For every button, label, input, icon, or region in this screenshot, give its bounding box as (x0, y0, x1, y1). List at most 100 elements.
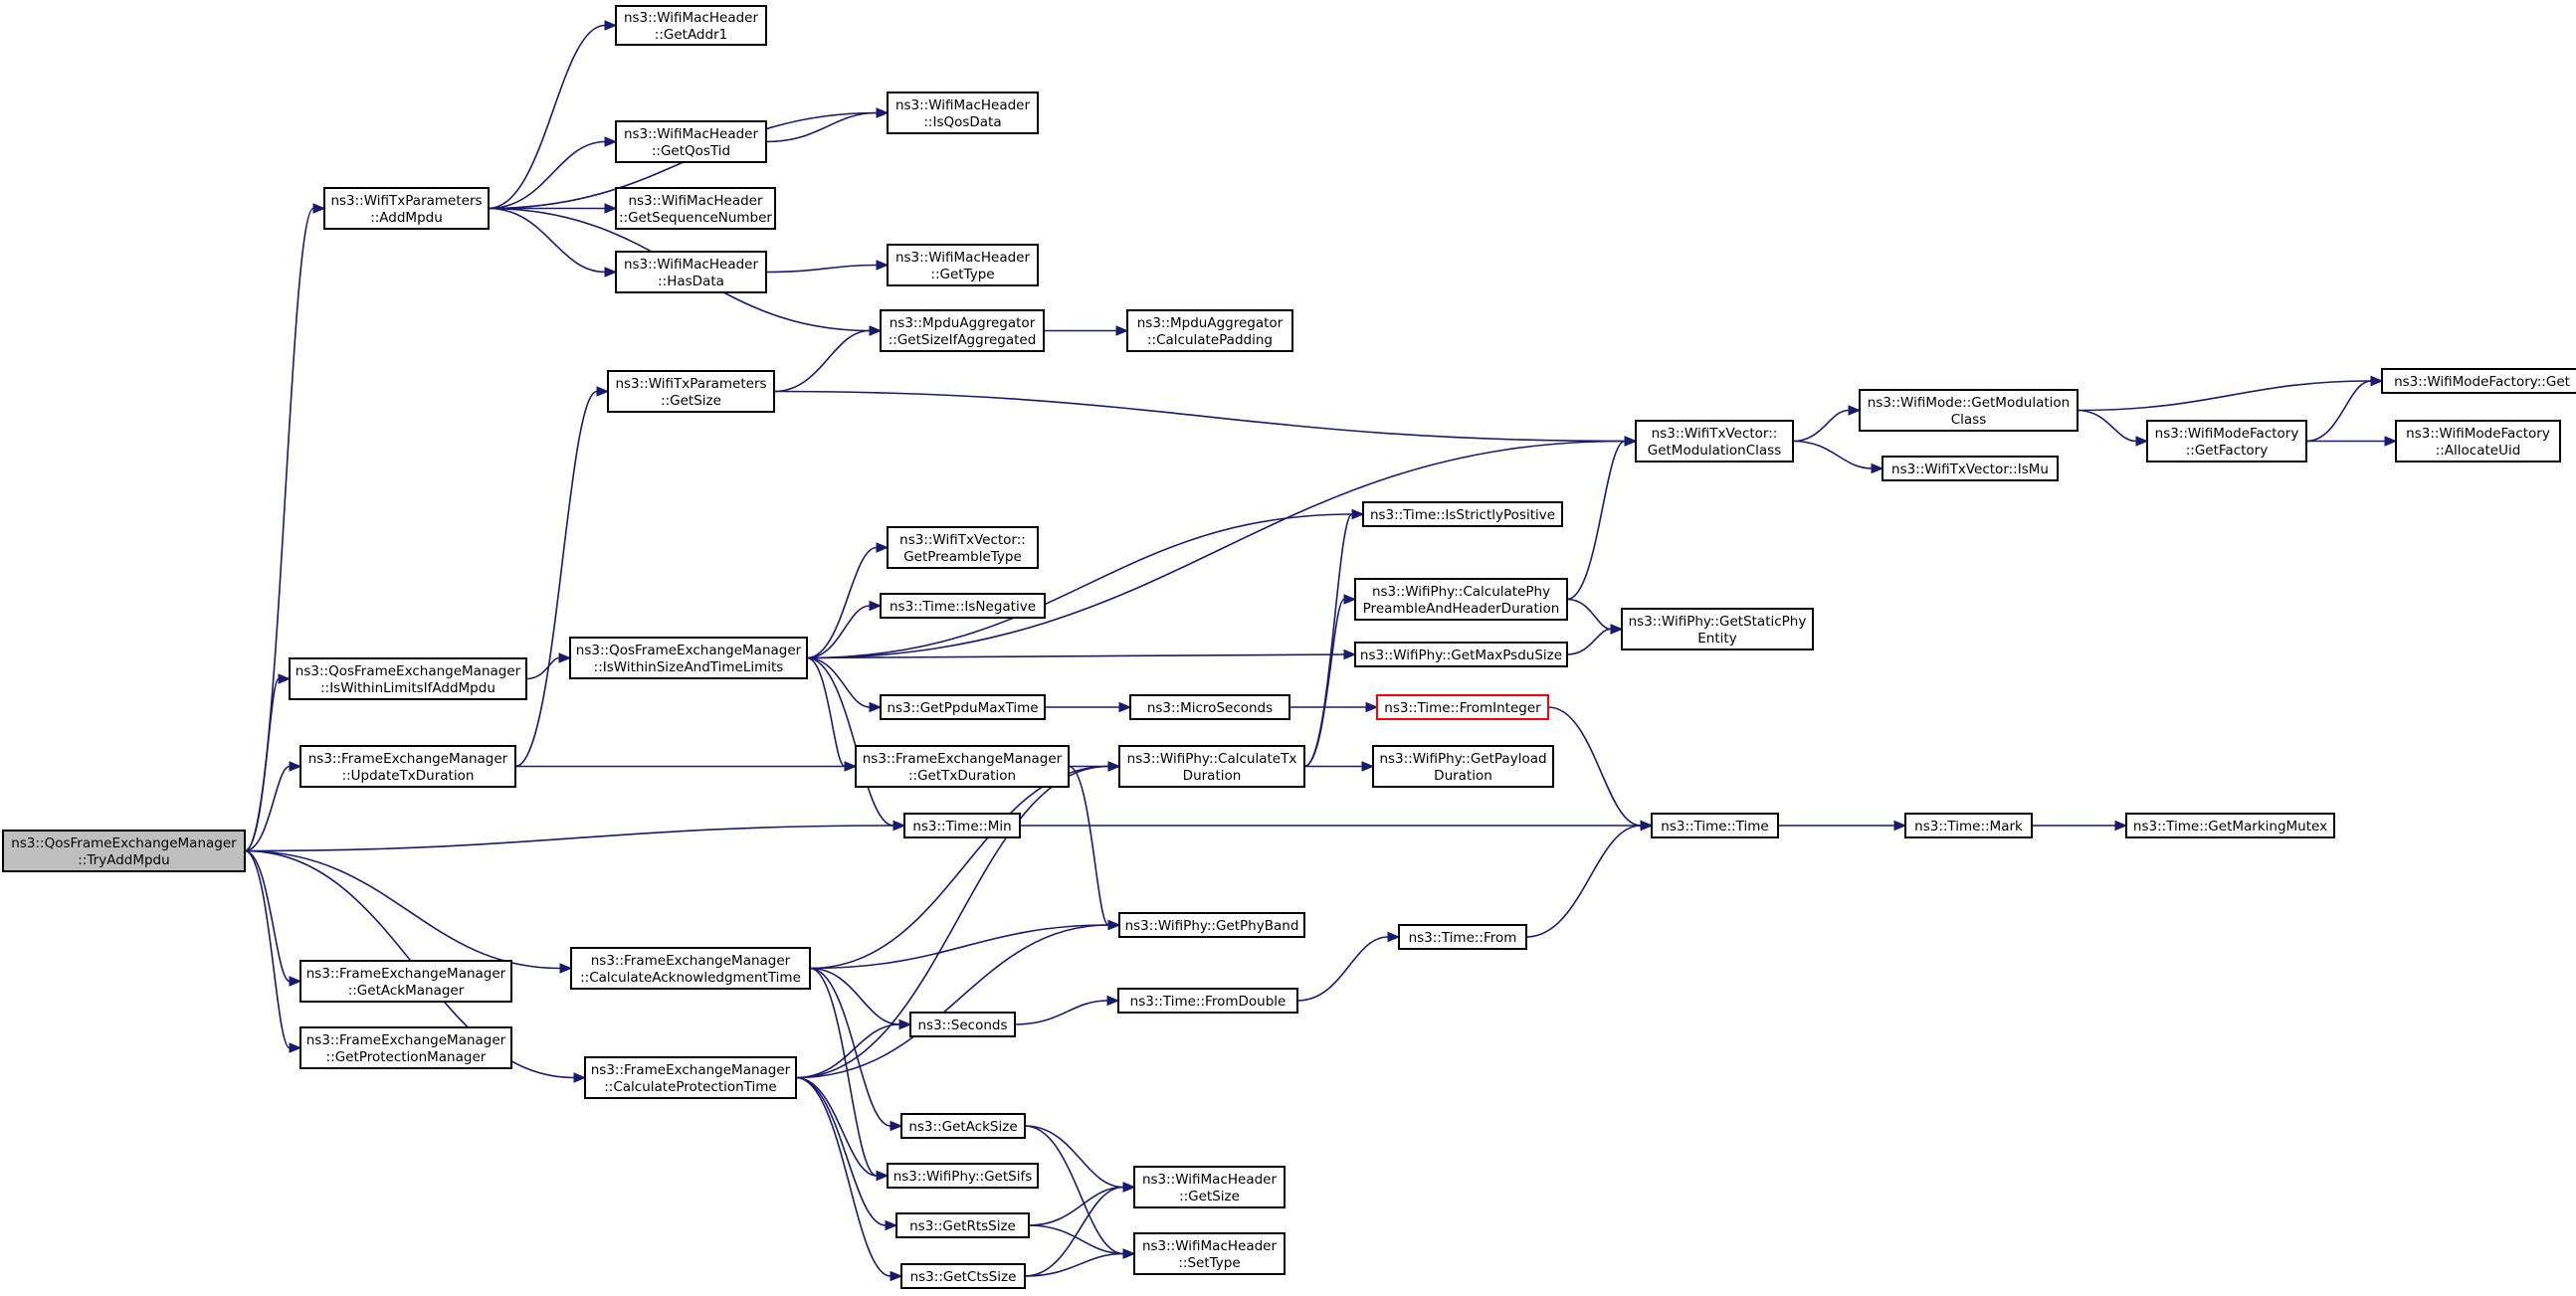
graph-node[interactable]: ns3::FrameExchangeManager::CalculateProt… (584, 1056, 797, 1099)
graph-node-label: ::TryAddMpdu (78, 852, 169, 868)
graph-edge (1044, 325, 1129, 336)
graph-node-label: ns3::WifiPhy::GetMaxPsduSize (1360, 648, 1562, 663)
graph-node-label: ::GetProtectionManager (326, 1049, 487, 1065)
graph-node[interactable]: ns3::QosFrameExchangeManager::IsWithinLi… (289, 657, 527, 700)
graph-node[interactable]: ns3::Time::GetMarkingMutex (2125, 813, 2335, 838)
graph-node[interactable]: ns3::WifiPhy::CalculatePhyPreambleAndHea… (1354, 578, 1568, 621)
graph-node-label: GetModulationClass (1648, 443, 1782, 459)
graph-node[interactable]: ns3::Time::From (1398, 924, 1527, 950)
graph-node[interactable]: ns3::QosFrameExchangeManager::TryAddMpdu (2, 830, 246, 872)
graph-node[interactable]: ns3::WifiTxParameters::GetSize (607, 370, 775, 413)
edge-line (806, 653, 1345, 659)
graph-node-box (1133, 1166, 1286, 1208)
graph-node[interactable]: ns3::WifiModeFactory::AllocateUid (2395, 420, 2561, 463)
graph-node[interactable]: ns3::WifiTxVector::GetModulationClass (1635, 420, 1794, 463)
graph-node-box (1904, 813, 2033, 838)
graph-node[interactable]: ns3::FrameExchangeManager::GetAckManager (299, 960, 512, 1003)
graph-node-label: ::IsWithinLimitsIfAddMpdu (320, 680, 495, 696)
edge-line (806, 656, 871, 708)
arrowhead-icon (573, 1072, 587, 1083)
graph-node[interactable]: ns3::GetCtsSize (900, 1263, 1026, 1289)
graph-node[interactable]: ns3::FrameExchangeManager::UpdateTxDurat… (299, 745, 516, 788)
arrowhead-icon (1107, 919, 1121, 931)
graph-node-label: ::SetType (1178, 1255, 1240, 1271)
edge-line (1303, 598, 1345, 768)
graph-node[interactable]: ns3::Seconds (909, 1012, 1016, 1037)
edge-line (1296, 936, 1389, 1002)
graph-node[interactable]: ns3::Time::IsStrictlyPositive (1362, 501, 1563, 527)
graph-node[interactable]: ns3::FrameExchangeManager::CalculateAckn… (570, 947, 811, 990)
graph-node-label: ns3::WifiPhy::GetSifs (893, 1169, 1033, 1185)
graph-node[interactable]: ns3::WifiModeFactory::Get (2381, 368, 2576, 394)
graph-node[interactable]: ns3::Time::Time (1651, 813, 1779, 838)
graph-edge (1778, 820, 1907, 832)
graph-node[interactable]: ns3::QosFrameExchangeManager::IsWithinSi… (569, 637, 808, 679)
graph-edge (1566, 436, 1638, 601)
graph-edge (1028, 1182, 1136, 1226)
edge-line (795, 1076, 892, 1277)
arrowhead-icon (1351, 508, 1365, 520)
edge-line (1024, 1186, 1124, 1277)
graph-node[interactable]: ns3::WifiMacHeader::GetType (887, 244, 1039, 286)
graph-node[interactable]: ns3::WifiMacHeader::GetQosTid (615, 120, 767, 163)
arrowhead-icon (289, 1042, 302, 1053)
graph-edge (806, 542, 890, 659)
graph-node[interactable]: ns3::Time::Mark (1904, 813, 2033, 838)
graph-node[interactable]: ns3::WifiModeFactory::GetFactory (2146, 420, 2307, 463)
graph-node-label: ns3::FrameExchangeManager (306, 966, 506, 982)
graph-node-label: ns3::WifiPhy::GetStaticPhy (1629, 614, 1807, 630)
graph-node[interactable]: ns3::WifiTxVector::IsMu (1882, 456, 2059, 481)
arrowhead-icon (1610, 624, 1624, 635)
graph-node[interactable]: ns3::WifiTxParameters::AddMpdu (323, 187, 490, 230)
graph-node[interactable]: ns3::FrameExchangeManager::GetTxDuration (855, 745, 1070, 788)
arrowhead-icon (1871, 463, 1884, 474)
graph-node-label: ns3::WifiPhy::CalculatePhy (1372, 584, 1550, 600)
graph-node-box (887, 92, 1039, 134)
graph-node[interactable]: ns3::Time::Min (903, 813, 1021, 838)
graph-node[interactable]: ns3::WifiTxVector::GetPreambleType (887, 526, 1039, 569)
graph-node[interactable]: ns3::WifiPhy::GetSifs (887, 1163, 1039, 1189)
graph-node[interactable]: ns3::GetAckSize (900, 1113, 1026, 1139)
graph-edge (795, 1076, 903, 1282)
graph-node-box (900, 1263, 1026, 1289)
graph-node[interactable]: ns3::Time::IsNegative (880, 593, 1046, 619)
graph-edge (1014, 995, 1120, 1025)
arrowhead-icon (892, 820, 906, 832)
graph-node[interactable]: ns3::WifiMode::GetModulationClass (1859, 389, 2079, 432)
graph-node[interactable]: ns3::Time::FromDouble (1117, 988, 1298, 1014)
graph-node-box (299, 1026, 512, 1069)
graph-node-label: ns3::MpduAggregator (890, 315, 1036, 331)
graph-node[interactable]: ns3::Time::FromInteger (1376, 694, 1549, 720)
graph-edge (795, 919, 1121, 1079)
graph-node-label: Class (1951, 412, 1987, 428)
graph-node[interactable]: ns3::GetRtsSize (895, 1212, 1030, 1238)
graph-node-label: ns3::Time::FromInteger (1384, 700, 1541, 716)
graph-node-label: ::IsQosData (923, 114, 1001, 130)
graph-node[interactable]: ns3::WifiMacHeader::GetSize (1133, 1166, 1286, 1208)
graph-node[interactable]: ns3::WifiMacHeader::SetType (1133, 1232, 1286, 1275)
edge-line (765, 264, 878, 274)
graph-node[interactable]: ns3::MpduAggregator::CalculatePadding (1126, 309, 1293, 352)
graph-node[interactable]: ns3::MicroSeconds (1129, 694, 1290, 720)
graph-node[interactable]: ns3::WifiMacHeader::GetAddr1 (615, 5, 767, 46)
graph-node[interactable]: ns3::FrameExchangeManager::GetProtection… (299, 1026, 512, 1069)
graph-node-box (289, 657, 527, 700)
arrowhead-icon (312, 203, 326, 214)
graph-node-label: ns3::MicroSeconds (1147, 700, 1273, 716)
graph-node[interactable]: ns3::WifiPhy::GetMaxPsduSize (1354, 642, 1568, 667)
graph-edge (806, 656, 858, 772)
edge-line (1014, 1000, 1108, 1025)
graph-node[interactable]: ns3::WifiMacHeader::HasData (615, 251, 767, 293)
graph-node-label: ::GetTxDuration (908, 768, 1016, 784)
graph-node[interactable]: ns3::WifiMacHeader::GetSequenceNumber (615, 187, 776, 230)
graph-node-box (584, 1056, 797, 1099)
graph-node[interactable]: ns3::MpduAggregator::GetSizeIfAggregated (880, 309, 1045, 352)
graph-node[interactable]: ns3::GetPpduMaxTime (880, 694, 1046, 720)
graph-node[interactable]: ns3::WifiMacHeader::IsQosData (887, 92, 1039, 134)
arrowhead-icon (2114, 820, 2128, 832)
graph-node-box (1118, 745, 1305, 788)
graph-node[interactable]: ns3::WifiPhy::GetPhyBand (1118, 912, 1305, 938)
